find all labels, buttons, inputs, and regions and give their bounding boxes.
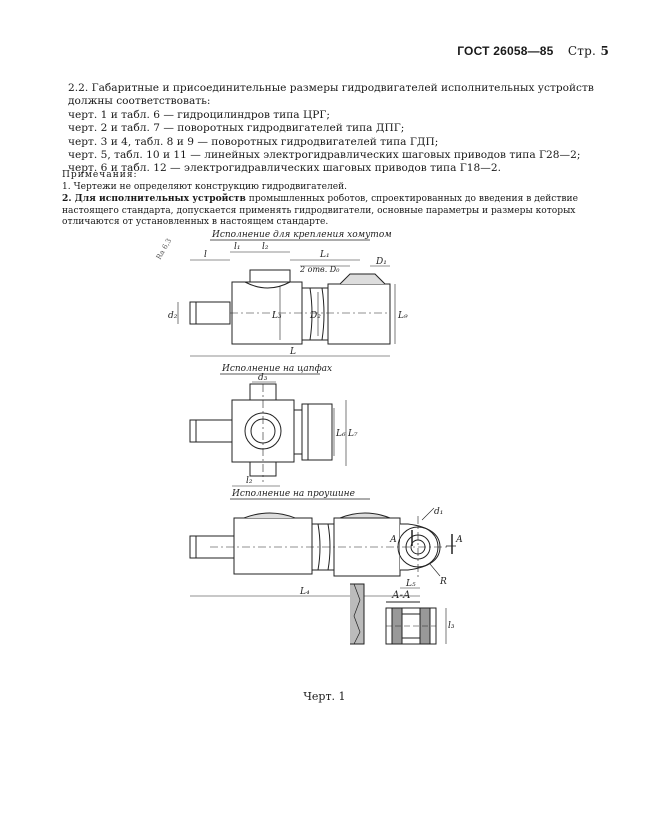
dim-d2: d₂	[168, 311, 178, 321]
dim-l3: l₃	[448, 621, 455, 631]
dim-R: R	[439, 577, 447, 587]
dim-L6: L₆	[335, 429, 346, 439]
technical-drawing: Исполнение для крепления хомутом Исполне…	[155, 230, 463, 645]
page-header: ГОСТ 26058—85 Стр. 5	[457, 44, 609, 58]
dim-L1: L₁	[319, 250, 330, 260]
note-2-lead: 2. Для исполнительных устройств	[62, 193, 246, 205]
dim-L4: L₄	[299, 587, 310, 597]
dim-L5: L₅	[405, 579, 416, 589]
dim-l2-trunnion: l₂	[246, 476, 253, 486]
dim-l2: l₂	[262, 242, 269, 252]
page-number: 5	[600, 44, 609, 58]
dim-d3: d₃	[258, 373, 268, 383]
dim-d1: d₁	[434, 507, 443, 517]
figure-caption: Черт. 1	[303, 690, 346, 703]
dim-D2: D₂	[309, 311, 321, 321]
section-intro: 2.2. Габаритные и присоединительные разм…	[68, 82, 594, 108]
list-item: черт. 3 и 4, табл. 8 и 9 — поворотных ги…	[68, 135, 439, 148]
dim-l: l	[204, 250, 207, 260]
notes-block: Примечания: 1. Чертежи не определяют кон…	[62, 170, 609, 229]
list-item: черт. 2 и табл. 7 — поворотных гидродвиг…	[68, 122, 405, 135]
note-2: 2. Для исполнительных устройств промышле…	[62, 193, 609, 229]
section-mark-left: А	[389, 535, 397, 545]
dim-l1: l₁	[234, 242, 241, 252]
note-1: 1. Чертежи не определяют конструкцию гид…	[62, 181, 348, 192]
dim-L3: L₃	[271, 311, 282, 321]
standard-number: ГОСТ 26058—85	[457, 44, 554, 58]
label-lug-mounting: Исполнение на проушине	[231, 489, 355, 499]
page-label: Стр.	[567, 44, 597, 58]
list-item: черт. 1 и табл. 6 — гидроцилиндров типа …	[68, 108, 330, 121]
dim-D1: D₁	[375, 257, 387, 267]
dim-holes: 2 отв. D₀	[299, 265, 340, 274]
label-trunnion-mounting: Исполнение на цапфах	[221, 364, 332, 374]
notes-heading: Примечания:	[62, 170, 138, 180]
section-mark-right: А	[455, 535, 463, 545]
label-clamp-mounting: Исполнение для крепления хомутом	[211, 230, 392, 240]
note-2-text: промышленных роботов, спроектированных д…	[62, 194, 578, 228]
list-item: черт. 5, табл. 10 и 11 — линейных электр…	[68, 149, 581, 162]
list-item: черт. 6 и табл. 12 — электрогидравлическ…	[68, 162, 501, 175]
section-label: А-А	[391, 590, 411, 601]
section-2-2: 2.2. Габаритные и присоединительные разм…	[62, 82, 609, 176]
dim-L: L	[289, 347, 296, 357]
surface-roughness-stamp: Ra 6,3	[155, 237, 173, 261]
dim-L9: L₉	[397, 311, 408, 321]
dim-L7: L₇	[347, 429, 358, 439]
